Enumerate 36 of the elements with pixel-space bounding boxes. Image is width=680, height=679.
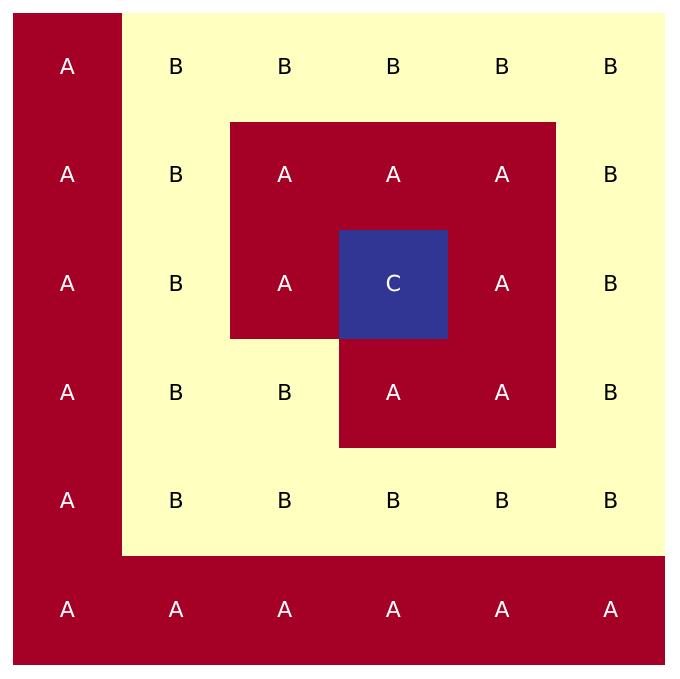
heatmap-cell: B <box>448 448 556 556</box>
heatmap-cell: B <box>338 13 448 122</box>
heatmap-cell: A <box>122 556 230 665</box>
heatmap-cell: A <box>230 230 339 339</box>
heatmap-cell: B <box>122 230 230 339</box>
heatmap-cell: A <box>338 556 448 665</box>
heatmap-cell: C <box>338 230 448 339</box>
heatmap-cell: A <box>13 338 122 448</box>
heatmap-cell: B <box>338 448 448 556</box>
heatmap-cell: B <box>448 13 556 122</box>
heatmap-cell: A <box>448 338 556 448</box>
heatmap-cell: B <box>556 230 665 339</box>
heatmap-cell: A <box>556 556 665 665</box>
heatmap-cell: A <box>448 556 556 665</box>
heatmap-cell: B <box>230 448 339 556</box>
heatmap-cell: A <box>230 122 339 230</box>
heatmap-cell: B <box>122 338 230 448</box>
heatmap-cell: A <box>13 122 122 230</box>
heatmap-cell: B <box>122 122 230 230</box>
heatmap-cell: A <box>13 448 122 556</box>
heatmap-cell: B <box>556 13 665 122</box>
heatmap-cell: B <box>556 122 665 230</box>
heatmap-cell: A <box>230 556 339 665</box>
heatmap-cell: A <box>13 230 122 339</box>
heatmap-cell: B <box>122 448 230 556</box>
heatmap-cell: A <box>13 556 122 665</box>
heatmap-cell: A <box>338 338 448 448</box>
heatmap-cell: B <box>556 338 665 448</box>
heatmap-cell: A <box>13 13 122 122</box>
heatmap-cell: B <box>230 338 339 448</box>
heatmap-cell: A <box>338 122 448 230</box>
heatmap-cell: B <box>230 13 339 122</box>
heatmap-cell: B <box>122 13 230 122</box>
heatmap-cell: A <box>448 230 556 339</box>
heatmap-cell: A <box>448 122 556 230</box>
heatmap-cell: B <box>556 448 665 556</box>
